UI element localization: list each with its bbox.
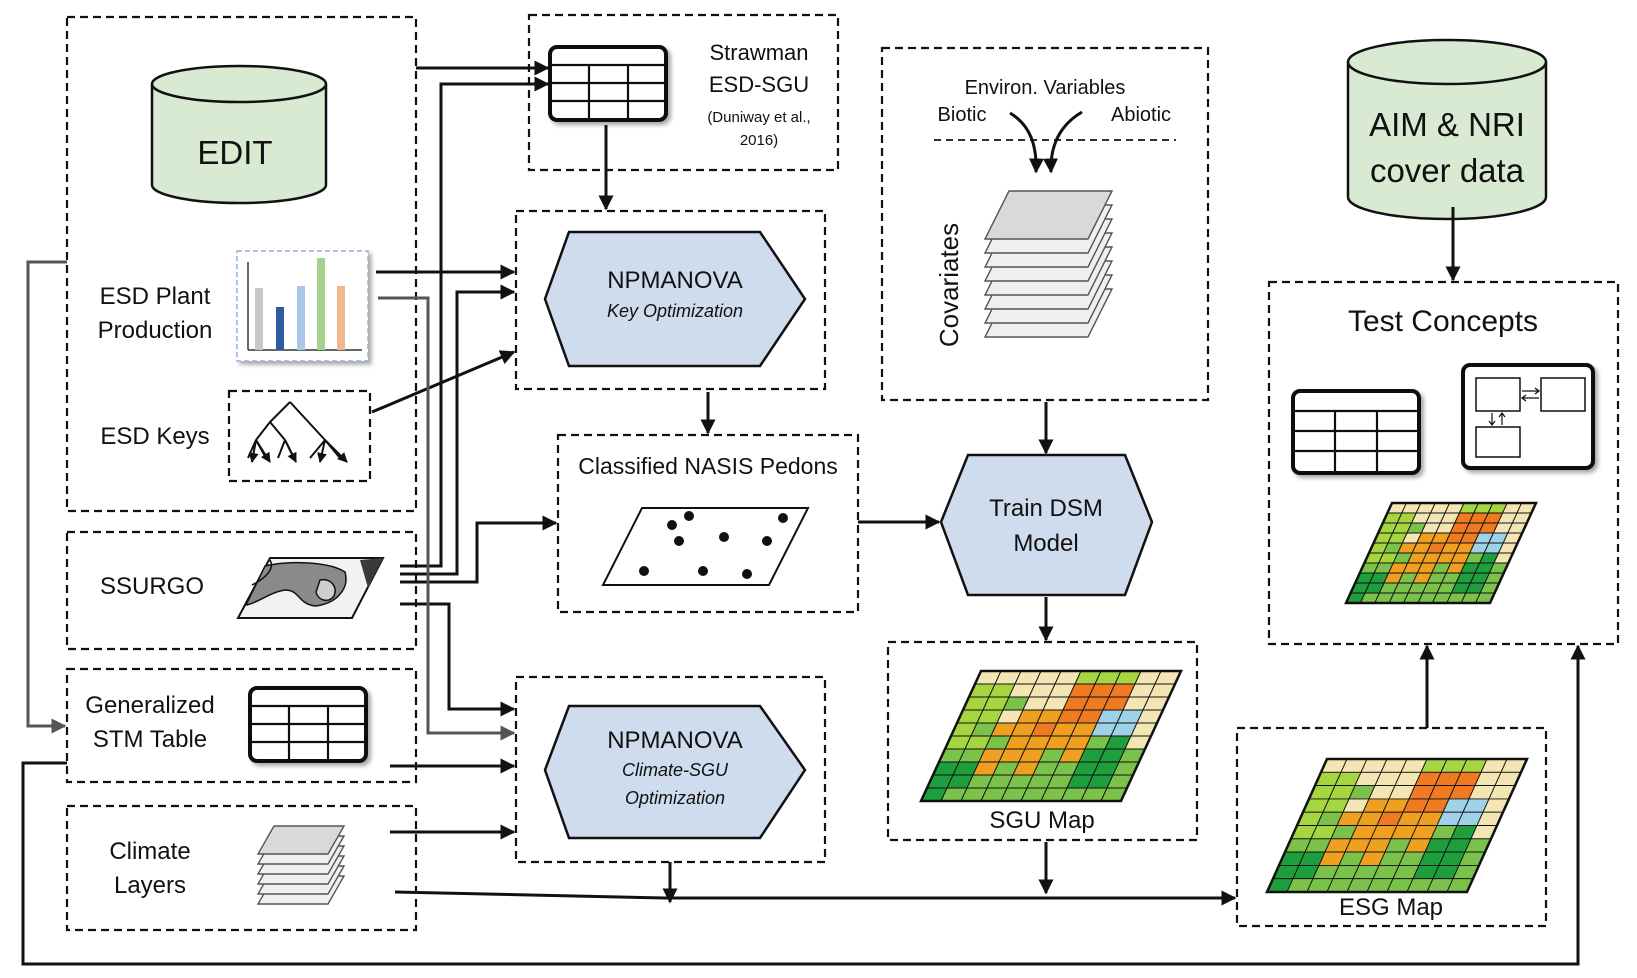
covariates-label: Covariates (934, 223, 964, 347)
aim-nri-label-line1: AIM & NRI (1369, 106, 1525, 143)
generalized-stm-label-line2: STM Table (93, 726, 207, 753)
generalized-stm-label-line1: Generalized (85, 692, 214, 719)
esd-plant-production-label-line2: Production (98, 317, 213, 344)
npmanova-key-box (514, 209, 827, 391)
npmanova-key-hexagon (543, 230, 807, 368)
npmanova-climate-hexagon (543, 704, 807, 840)
climate-layers-label-line1: Climate (109, 838, 190, 865)
flow-arrows (21, 60, 1586, 966)
covariates-layers-icon (983, 190, 1114, 338)
aim-nri-label-line2: cover data (1370, 152, 1525, 189)
climate-layers-label-line2: Layers (114, 872, 186, 899)
strawman-box (527, 13, 840, 172)
test-concepts-box (1267, 280, 1620, 646)
train-dsm-label-line1: Train DSM (989, 495, 1103, 522)
layers-stack-icon (256, 825, 346, 905)
map-outline (1265, 757, 1529, 894)
soil-map-icon (236, 557, 385, 619)
esg-grid-map-icon (1265, 757, 1529, 894)
esg-map-label: ESG Map (1339, 894, 1443, 921)
sgu-map-label: SGU Map (989, 807, 1094, 834)
scatter-points-icon (601, 507, 810, 586)
esd-keys-label: ESD Keys (100, 423, 209, 450)
strawman-citation-line1: (Duniway et al., (707, 109, 810, 126)
stack-layer (983, 190, 1114, 240)
test-concepts-grid-map-icon (1344, 501, 1538, 605)
esd-keys-icon-box (227, 389, 372, 483)
biotic-curve-arrow (1009, 111, 1044, 174)
edit-database-icon (150, 64, 328, 205)
bar-chart-icon (236, 250, 369, 362)
abiotic-label: Abiotic (1111, 104, 1171, 126)
esg-map-box (1235, 726, 1548, 928)
train-dsm-label-line2: Model (1013, 530, 1078, 557)
environ-variables-label: Environ. Variables (965, 77, 1126, 99)
abiotic-curve-arrow (1043, 110, 1083, 174)
climate-layers-box (65, 804, 418, 932)
classified-pedons-box (556, 433, 860, 614)
npmanova-key-title: NPMANOVA (607, 267, 743, 294)
edit-label: EDIT (197, 134, 272, 171)
covariates-box (880, 46, 1210, 402)
test-concepts-title: Test Concepts (1348, 305, 1538, 338)
npmanova-climate-subtitle-line1: Climate-SGU (622, 760, 729, 780)
biotic-label: Biotic (938, 104, 987, 126)
test-concepts-table-icon (1291, 389, 1421, 475)
esd-plant-production-label-line1: ESD Plant (100, 283, 211, 310)
ssurgo-box (65, 530, 418, 651)
strawman-title-line2: ESD-SGU (709, 72, 809, 97)
classified-pedons-title: Classified NASIS Pedons (578, 453, 838, 479)
train-dsm-hexagon (939, 453, 1154, 597)
npmanova-climate-title: NPMANOVA (607, 727, 743, 754)
sgu-grid-map-icon (919, 669, 1183, 803)
stm-table-box (65, 667, 418, 784)
strawman-table-icon (548, 45, 668, 122)
sgu-map-box (886, 640, 1199, 842)
state-diagram-icon (1461, 363, 1595, 470)
npmanova-climate-subtitle-line2: Optimization (625, 788, 725, 808)
strawman-title-line1: Strawman (709, 40, 808, 65)
edit-group-box (65, 15, 418, 513)
map-outline (1344, 501, 1538, 605)
npmanova-key-subtitle: Key Optimization (607, 301, 743, 321)
table-icon (248, 686, 368, 763)
stack-layer (256, 825, 346, 855)
strawman-citation-line2: 2016) (740, 132, 778, 149)
aim-nri-database-icon (1346, 38, 1548, 221)
tree-leaf-arrows (248, 439, 348, 463)
map-outline (919, 669, 1183, 803)
ssurgo-label: SSURGO (100, 573, 204, 600)
